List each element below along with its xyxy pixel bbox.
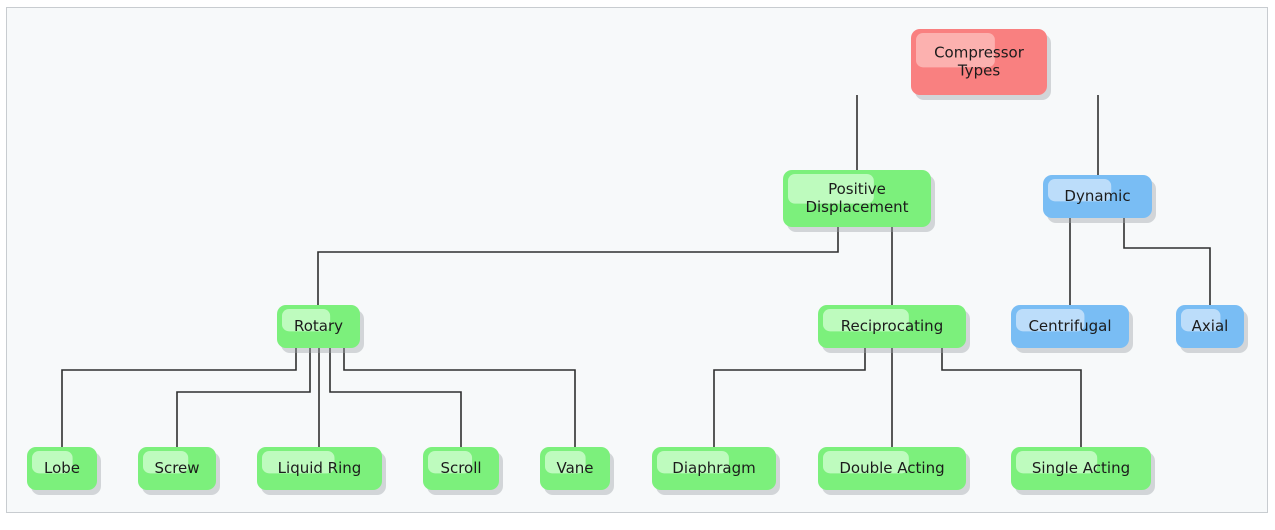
node-centrifugal[interactable]: Centrifugal (1011, 305, 1133, 353)
edge-rotary-to-scroll (329, 348, 462, 447)
node-scroll[interactable]: Scroll (423, 447, 503, 495)
node-label: Liquid Ring (278, 459, 362, 477)
edge-rotary-to-vane (343, 348, 576, 447)
node-gloss-highlight (657, 451, 729, 474)
node-gloss-highlight (545, 451, 586, 474)
node-gloss-highlight (1016, 451, 1098, 474)
node-gloss-highlight (1181, 309, 1221, 332)
edge-rotary-to-lobe (61, 348, 297, 447)
node-label: Reciprocating (841, 317, 943, 335)
node-label: Compressor (934, 44, 1025, 62)
edge-dynamic-to-axial (1123, 218, 1211, 305)
node-label: Scroll (440, 459, 481, 477)
node-axial[interactable]: Axial (1176, 305, 1248, 353)
node-rotary[interactable]: Rotary (277, 305, 364, 353)
node-gloss-highlight (1016, 309, 1085, 332)
node-label: Double Acting (839, 459, 944, 477)
node-dynamic[interactable]: Dynamic (1043, 175, 1156, 223)
edge-positive-to-rotary (317, 227, 839, 305)
node-gloss-highlight (916, 33, 995, 68)
node-single[interactable]: Single Acting (1011, 447, 1155, 495)
node-gloss-highlight (262, 451, 335, 474)
node-label: Types (957, 62, 1000, 80)
node-diaphragm[interactable]: Diaphragm (652, 447, 780, 495)
diagram-canvas (6, 7, 1268, 513)
node-label: Axial (1192, 317, 1229, 335)
node-vane[interactable]: Vane (540, 447, 614, 495)
node-label: Displacement (805, 198, 908, 216)
edges-layer (61, 95, 1211, 447)
node-gloss-highlight (428, 451, 473, 474)
node-label: Centrifugal (1028, 317, 1111, 335)
node-screw[interactable]: Screw (138, 447, 220, 495)
node-label: Positive (828, 180, 886, 198)
node-liquidring[interactable]: Liquid Ring (257, 447, 386, 495)
node-gloss-highlight (143, 451, 189, 474)
edge-recip-to-diaphragm (713, 348, 866, 447)
node-recip[interactable]: Reciprocating (818, 305, 970, 353)
node-gloss-highlight (32, 451, 73, 474)
node-label: Lobe (44, 459, 80, 477)
node-label: Screw (154, 459, 199, 477)
node-double[interactable]: Double Acting (818, 447, 970, 495)
node-gloss-highlight (823, 451, 909, 474)
edge-recip-to-single (941, 348, 1082, 447)
node-gloss-highlight (788, 174, 874, 204)
edge-rotary-to-screw (176, 348, 311, 447)
node-label: Vane (556, 459, 593, 477)
node-gloss-highlight (1048, 179, 1112, 202)
node-lobe[interactable]: Lobe (27, 447, 101, 495)
node-label: Dynamic (1064, 187, 1130, 205)
node-gloss-highlight (823, 309, 909, 332)
node-label: Single Acting (1032, 459, 1130, 477)
node-gloss-highlight (282, 309, 331, 332)
node-label: Diaphragm (672, 459, 755, 477)
node-label: Rotary (294, 317, 343, 335)
